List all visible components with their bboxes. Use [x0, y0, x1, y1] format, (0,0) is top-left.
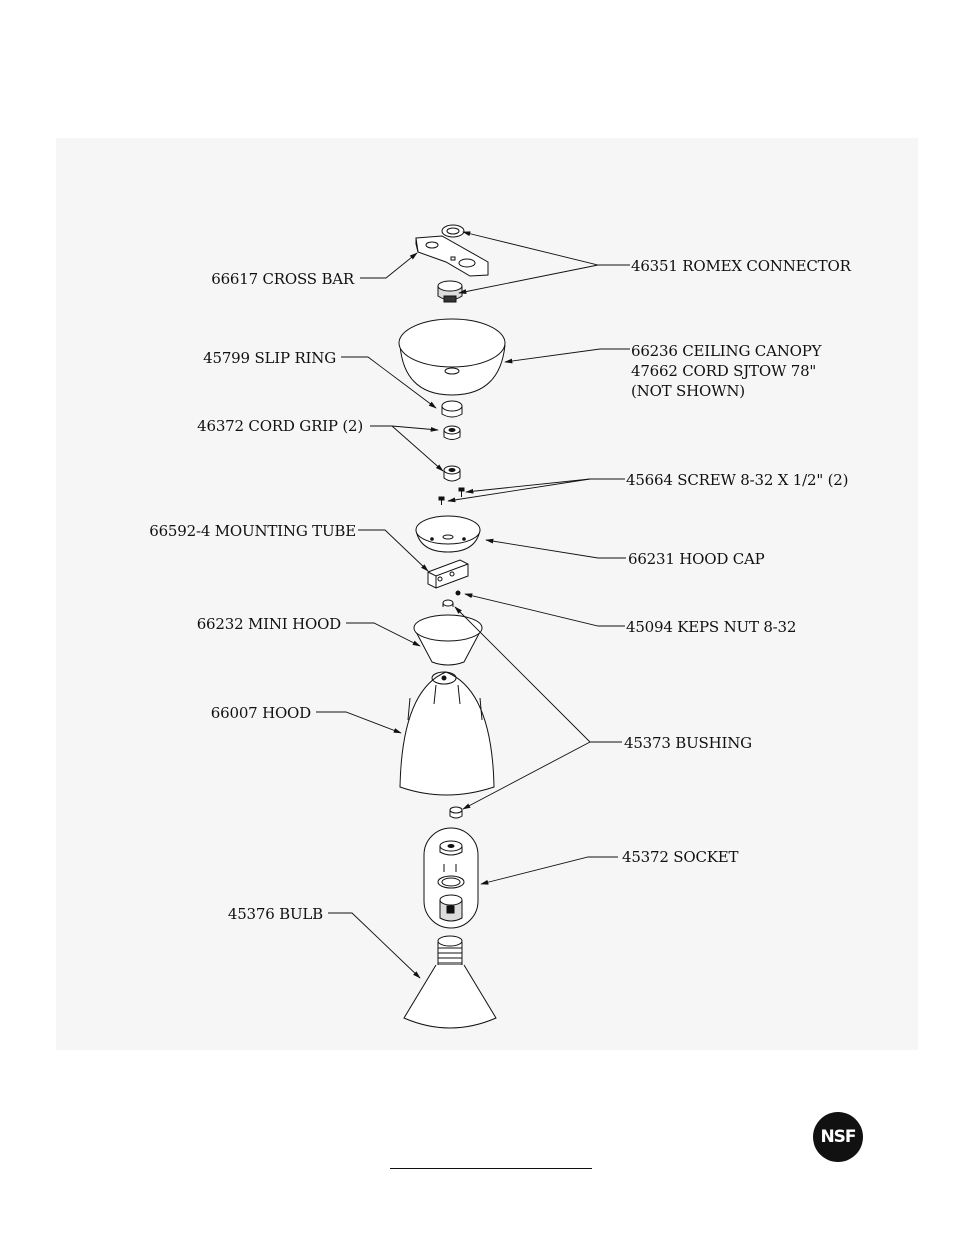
- ceiling-canopy-part: [399, 319, 505, 395]
- label-bulb: 45376 BULB: [228, 904, 323, 924]
- label-slip-ring: 45799 SLIP RING: [203, 348, 336, 368]
- slip-ring-part: [442, 401, 462, 417]
- label-cord-grip: 46372 CORD GRIP (2): [197, 416, 363, 436]
- label-mounting-tube: 66592-4 MOUNTING TUBE: [149, 521, 356, 541]
- screw-part: [439, 488, 464, 505]
- cord-grip-part: [444, 426, 460, 481]
- label-mini-hood: 66232 MINI HOOD: [197, 614, 341, 634]
- leader-line: [486, 540, 626, 558]
- label-bushing: 45373 BUSHING: [624, 733, 752, 753]
- label-keps-nut: 45094 KEPS NUT 8-32: [626, 617, 796, 637]
- leader-line: [465, 594, 625, 626]
- leader-line: [481, 857, 618, 884]
- nsf-logo-icon: NSF: [813, 1112, 863, 1162]
- label-cross-bar: 66617 CROSS BAR: [211, 269, 354, 289]
- keps-nut-part: [456, 591, 460, 595]
- label-screw: 45664 SCREW 8-32 X 1/2" (2): [626, 470, 848, 490]
- label-romex-connector: 46351 ROMEX CONNECTOR: [631, 256, 851, 276]
- hood-part: [400, 672, 494, 795]
- leader-line: [463, 232, 630, 265]
- cross-bar-part: [416, 236, 488, 276]
- leader-line: [505, 349, 630, 362]
- label-cord: 47662 CORD SJTOW 78": [631, 361, 816, 381]
- socket-part: [424, 828, 478, 928]
- hood-cap-part: [416, 516, 480, 552]
- leader-line: [392, 426, 443, 471]
- leader-line: [328, 913, 420, 978]
- label-not-shown: (NOT SHOWN): [631, 381, 745, 401]
- label-hood: 66007 HOOD: [211, 703, 311, 723]
- bushing-bottom-part: [450, 807, 462, 818]
- leader-line: [370, 426, 438, 430]
- footer-rule: [390, 1168, 592, 1169]
- romex-washer-part: [442, 225, 464, 237]
- label-socket: 45372 SOCKET: [622, 847, 738, 867]
- mini-hood-part: [414, 615, 482, 665]
- leader-line: [316, 712, 401, 733]
- leader-line: [360, 253, 417, 278]
- mounting-tube-part: [428, 560, 468, 588]
- bushing-top-part: [443, 600, 453, 607]
- romex-connector-part: [438, 281, 462, 302]
- leader-line: [448, 479, 590, 501]
- label-hood-cap: 66231 HOOD CAP: [628, 549, 765, 569]
- leader-line: [346, 623, 420, 646]
- bulb-part: [404, 936, 496, 1028]
- label-ceiling-canopy: 66236 CEILING CANOPY: [631, 341, 821, 361]
